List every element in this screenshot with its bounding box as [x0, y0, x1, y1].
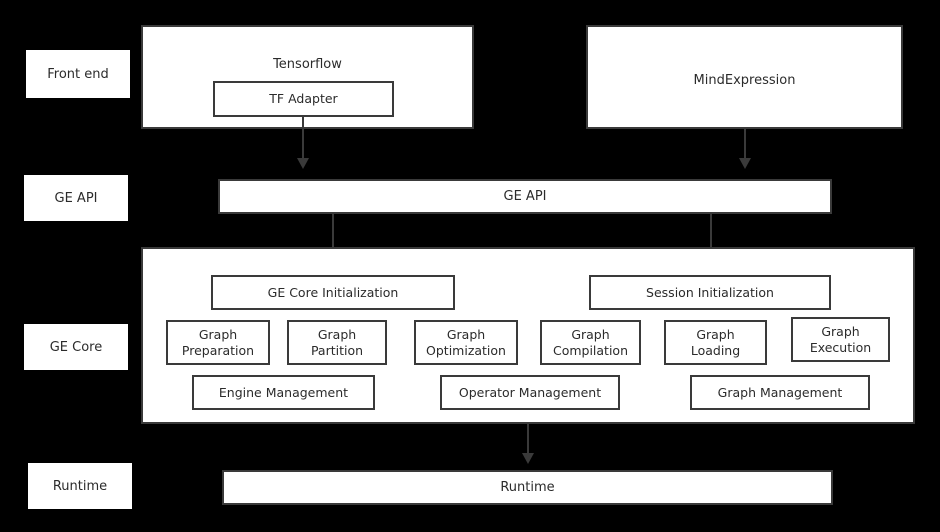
stage-label-runtime: Runtime [28, 463, 132, 509]
stage-label-runtime-text: Runtime [52, 478, 108, 494]
ge-core-initialization-label: GE Core Initialization [267, 284, 399, 300]
stage-label-front-end: Front end [26, 50, 130, 98]
connector-tf-adapter-to-ge-api-arrow [297, 158, 309, 169]
mindexpression-container: MindExpression [586, 25, 903, 129]
session-initialization-label: Session Initialization [646, 284, 774, 300]
graph-management-label: Graph Management [717, 384, 843, 400]
connector-ge-core-to-runtime-line [527, 424, 529, 457]
stage-label-ge-core: GE Core [24, 324, 128, 370]
connector-ge-api-to-session-init-line [710, 214, 712, 262]
operator-management-box[interactable]: Operator Management [440, 375, 620, 410]
runtime-bar-label: Runtime [500, 479, 555, 495]
tf-adapter-label: TF Adapter [269, 91, 338, 107]
stage-label-ge-core-text: GE Core [49, 339, 103, 355]
operator-management-label: Operator Management [458, 384, 602, 400]
engine-management-label: Engine Management [218, 384, 349, 400]
stage-label-ge-api-text: GE API [54, 190, 98, 206]
connector-ge-core-to-runtime-arrow [522, 453, 534, 464]
tensorflow-title: Tensorflow [273, 57, 342, 72]
runtime-bar[interactable]: Runtime [222, 470, 833, 505]
mindexpression-title: MindExpression [693, 73, 796, 88]
stage-label-front-end-text: Front end [47, 66, 109, 82]
engine-management-box[interactable]: Engine Management [192, 375, 375, 410]
graph-management-box[interactable]: Graph Management [690, 375, 870, 410]
connector-ge-api-to-ge-core-init-line [332, 214, 334, 262]
connector-tf-adapter-to-ge-api-line [302, 117, 304, 162]
ge-core-initialization-box[interactable]: GE Core Initialization [211, 275, 455, 310]
session-initialization-box[interactable]: Session Initialization [589, 275, 831, 310]
tf-adapter-box[interactable]: TF Adapter [213, 81, 394, 117]
connector-mindexpression-to-ge-api-arrow [739, 158, 751, 169]
stage-label-ge-api: GE API [24, 175, 128, 221]
connector-mindexpression-to-ge-api-line [744, 129, 746, 162]
ge-api-bar-label: GE API [503, 188, 547, 204]
ge-api-bar[interactable]: GE API [218, 179, 832, 214]
